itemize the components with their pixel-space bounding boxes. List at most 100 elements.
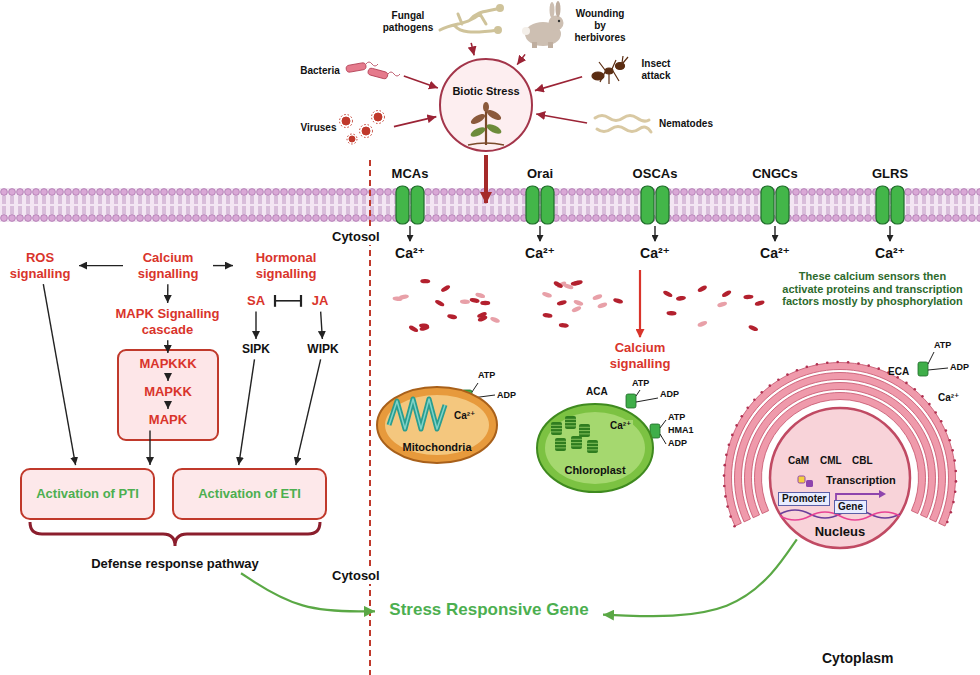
shape-detail xyxy=(537,404,653,492)
calcium-ion xyxy=(553,280,564,289)
node-text: GLRS xyxy=(862,166,918,182)
sensor-name: CaM xyxy=(788,455,809,467)
node-text: OSCAs xyxy=(627,166,683,182)
endoplasmic-reticulum xyxy=(733,525,736,528)
stress-source: Insect attack xyxy=(585,55,690,87)
stress-source: Wounding by herbivores xyxy=(515,2,630,52)
bacteria-icon xyxy=(346,62,367,72)
node-text: Mitochondria xyxy=(397,441,477,454)
calcium-ion xyxy=(721,289,732,298)
immunity-box: Activation of ETI xyxy=(172,468,327,520)
endoplasmic-reticulum xyxy=(753,398,756,401)
flow-arrow xyxy=(296,359,321,465)
rabbit-icon xyxy=(558,20,560,22)
hormone: SA xyxy=(240,293,272,309)
flow-arrow xyxy=(535,77,582,91)
channel-name: Orai xyxy=(512,166,568,188)
region-name: Cytosol xyxy=(330,229,382,245)
stress-circle: Biotic Stress xyxy=(438,57,534,153)
virus-icon xyxy=(372,111,385,124)
pump-arrow xyxy=(636,390,658,402)
node-text: JA xyxy=(304,293,336,309)
stress-arrow xyxy=(484,155,488,203)
channel-name: OSCAs xyxy=(627,166,683,188)
shape-detail xyxy=(389,399,445,429)
endoplasmic-reticulum xyxy=(760,391,763,394)
calcium-ion xyxy=(392,296,402,301)
endoplasmic-reticulum xyxy=(816,363,819,366)
energy-label: ADP xyxy=(950,362,969,373)
calcium-arrow xyxy=(639,270,641,337)
endoplasmic-reticulum xyxy=(726,505,729,508)
rabbit-icon xyxy=(532,42,537,48)
rabbit-icon xyxy=(549,16,564,31)
ion-channel xyxy=(411,186,424,224)
shape-detail xyxy=(468,143,504,145)
shape-detail xyxy=(587,440,598,453)
shape-detail xyxy=(571,436,582,449)
shape-detail xyxy=(571,442,582,443)
kinase-step: MAPK xyxy=(128,412,208,428)
energy-label: ATP xyxy=(478,370,495,381)
node-text: MAPK xyxy=(128,412,208,428)
stress-arrow xyxy=(486,155,487,203)
rabbit-icon xyxy=(522,27,530,35)
flow-arrow xyxy=(321,312,323,339)
calcium-ion xyxy=(666,311,676,316)
node-text: Promoter xyxy=(782,493,826,505)
endoplasmic-reticulum xyxy=(857,362,860,365)
ant-icon xyxy=(592,56,628,84)
fungus-icon xyxy=(496,28,501,33)
node-text: Calcium signalling xyxy=(600,340,680,371)
pump-arrow xyxy=(660,420,666,444)
bacteria-icon xyxy=(346,62,400,79)
flow-arrow xyxy=(536,114,587,123)
pump-arrow xyxy=(928,352,948,370)
node-text: MAPKKK xyxy=(128,356,208,372)
calcium-arrow xyxy=(640,270,641,337)
node-text: Calcium signalling xyxy=(126,250,210,281)
signal-step: Calcium signalling xyxy=(126,250,210,281)
shape-detail xyxy=(879,490,886,498)
ion-pump xyxy=(626,394,636,408)
nematode-icon xyxy=(597,127,651,133)
shape-detail xyxy=(579,430,590,431)
node-text: Stress Responsive Gene xyxy=(378,600,600,620)
ion-channel xyxy=(761,186,774,224)
node-text: Biotic Stress xyxy=(438,85,534,98)
endoplasmic-reticulum xyxy=(950,511,953,514)
mitochondrion: Mitochondria xyxy=(375,385,499,465)
kinase-step: MAPKKK xyxy=(128,356,208,372)
ion-label: Ca²⁺ xyxy=(395,245,425,262)
shape-detail xyxy=(565,416,576,429)
node-text: Nucleus xyxy=(804,524,876,540)
region-name: Cytoplasm xyxy=(822,650,894,667)
node-text: ROS signalling xyxy=(4,250,76,281)
energy-label: ADP xyxy=(660,389,679,400)
shape-detail xyxy=(565,425,576,426)
ion-channel xyxy=(891,186,904,224)
node-text: MAPK Signalling cascade xyxy=(100,306,235,337)
shape-detail xyxy=(571,439,582,440)
inhibition-line xyxy=(275,300,301,302)
channel-name: GLRS xyxy=(862,166,918,188)
channel-name: CNGCs xyxy=(747,166,803,188)
endoplasmic-reticulum xyxy=(934,411,937,414)
stress-source: Bacteria xyxy=(296,58,401,84)
flow-arrow xyxy=(255,312,256,339)
shape-detail xyxy=(565,419,576,420)
shape-detail xyxy=(555,438,566,451)
shape-detail xyxy=(587,449,598,450)
endoplasmic-reticulum xyxy=(954,490,957,493)
endoplasmic-reticulum xyxy=(796,369,799,372)
ion-channel xyxy=(539,226,540,241)
endoplasmic-reticulum xyxy=(948,439,951,442)
node-text: Hormonal signalling xyxy=(236,250,336,281)
signal-step: Calcium signalling xyxy=(600,340,680,371)
shape-detail xyxy=(440,59,532,151)
calcium-ion xyxy=(434,299,445,308)
rabbit-icon xyxy=(550,2,555,18)
ion-label: Ca²⁺ xyxy=(760,245,790,262)
flow-arrow xyxy=(79,265,123,266)
ion-channel xyxy=(889,226,890,241)
